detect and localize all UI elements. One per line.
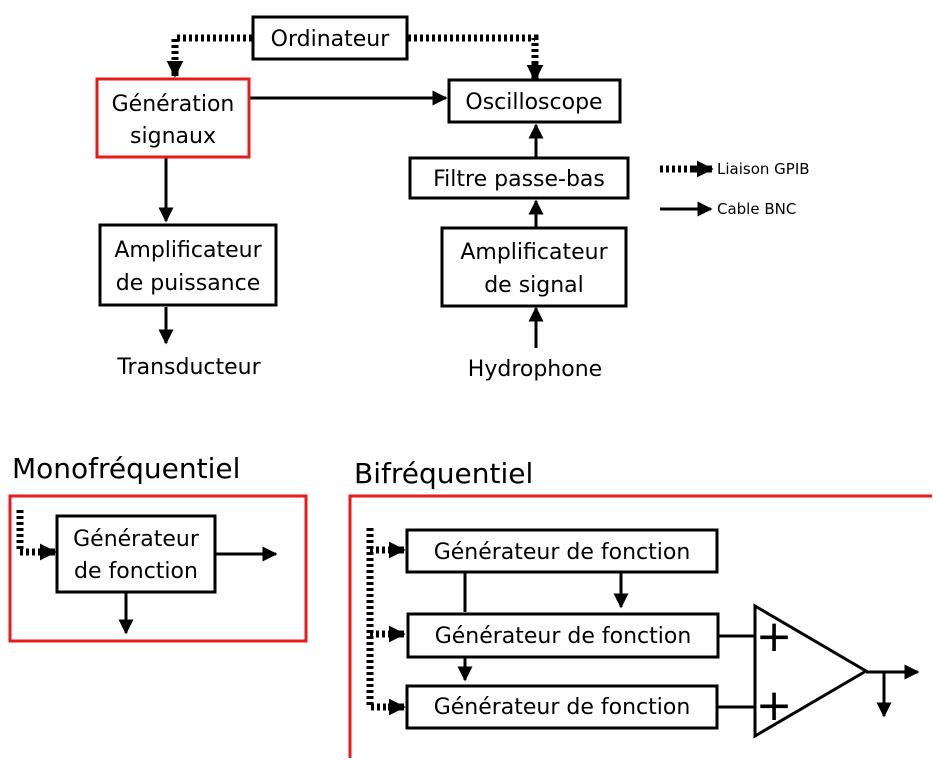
bi-generator-3-label: Générateur de fonction	[434, 695, 691, 720]
legend-bnc-label: Cable BNC	[717, 200, 796, 218]
top-diagram: Ordinateur Génération signaux Oscillosco…	[95, 15, 630, 382]
power-amplifier-label-line2: de puissance	[116, 271, 261, 296]
gpib-link-to-generator	[171, 34, 252, 64]
lowpass-filter-box	[408, 156, 630, 200]
mono-frame	[8, 494, 308, 643]
bi-title: Bifréquentiel	[354, 457, 533, 490]
bi-generator-3-box	[405, 684, 719, 730]
signal-generation-label-line2: signaux	[130, 124, 216, 149]
signal-amplifier-label-line2: de signal	[484, 273, 584, 298]
legend-gpib-label: Liaison GPIB	[717, 160, 810, 178]
signal-generation-box	[95, 77, 251, 159]
oscilloscope-box	[447, 78, 622, 124]
bi-generator-2-label: Générateur de fonction	[435, 624, 692, 649]
gpib-link-to-oscilloscope	[408, 34, 539, 64]
power-amplifier-label-line1: Amplificateur	[114, 238, 262, 263]
mono-generator-label-line2: de fonction	[74, 559, 198, 584]
bi-frame	[348, 494, 932, 758]
mono-gpib-link	[16, 510, 44, 556]
mono-generator-label-line1: Générateur	[73, 527, 200, 552]
signal-amplifier-box	[440, 226, 628, 308]
mono-generator-box	[55, 514, 217, 594]
summing-plus-2: +	[756, 680, 793, 731]
computer-label: Ordinateur	[271, 27, 391, 52]
summing-amplifier	[753, 603, 869, 739]
lowpass-filter-label: Filtre passe-bas	[433, 167, 605, 192]
transducer-label: Transducteur	[116, 355, 261, 380]
bi-gpib-bus	[366, 528, 390, 711]
mono-panel: Monofréquentiel Générateur de fonction	[8, 452, 308, 643]
bi-panel: Bifréquentiel Générateur de fonction Gén…	[348, 457, 932, 758]
bi-generator-1-box	[405, 528, 719, 574]
power-amplifier-box	[98, 223, 278, 307]
hydrophone-label: Hydrophone	[468, 357, 602, 382]
signal-generation-label-line1: Génération	[112, 92, 235, 117]
bi-generator-2-box	[406, 612, 720, 659]
legend: Liaison GPIB Cable BNC	[660, 160, 810, 218]
computer-box	[251, 15, 409, 61]
oscilloscope-label: Oscilloscope	[465, 90, 602, 115]
summing-plus-1: +	[756, 611, 793, 662]
bi-generator-1-label: Générateur de fonction	[434, 540, 691, 565]
signal-amplifier-label-line1: Amplificateur	[460, 240, 608, 265]
mono-title: Monofréquentiel	[12, 452, 240, 485]
